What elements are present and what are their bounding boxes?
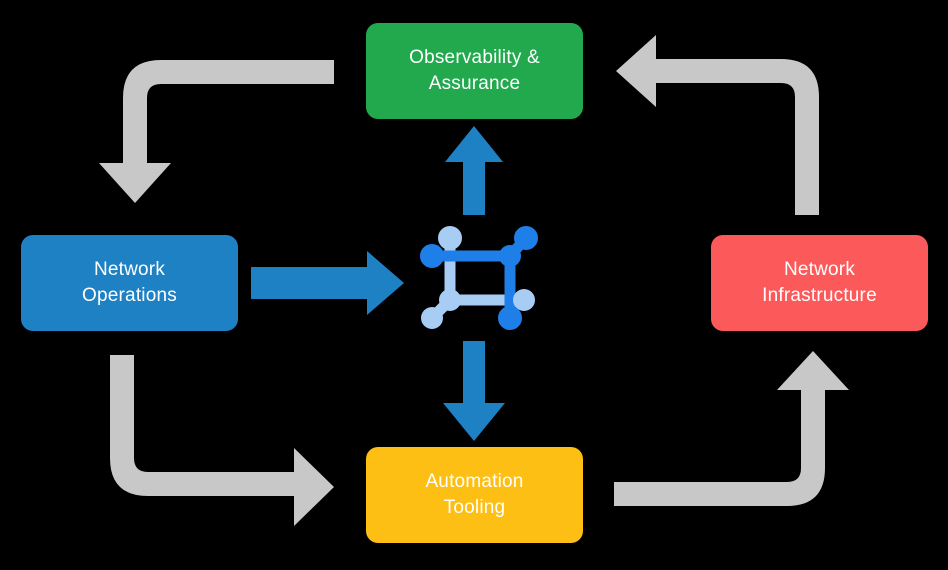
arrow-automation-to-infrastructure [614, 351, 849, 506]
node-automation-tooling[interactable]: Automation Tooling [366, 447, 583, 543]
node-label-observability: Observability & Assurance [409, 47, 540, 94]
network-topology-icon [420, 226, 538, 330]
arrow-infrastructure-to-observability [616, 35, 819, 215]
node-label-network-operations: Network Operations [82, 259, 177, 306]
arrow-operations-to-automation [110, 355, 334, 526]
topology-light-nodes [421, 226, 535, 329]
arrow-center-to-observability [445, 126, 503, 215]
node-label-automation-tooling: Automation Tooling [425, 471, 524, 518]
node-network-infrastructure[interactable]: Network Infrastructure [711, 235, 928, 331]
topology-dark-nodes [420, 226, 538, 330]
arrow-observability-to-operations [99, 60, 334, 203]
node-observability-assurance[interactable]: Observability & Assurance [366, 23, 583, 119]
node-network-operations[interactable]: Network Operations [21, 235, 238, 331]
arrow-center-to-automation [443, 341, 505, 441]
node-label-network-infrastructure: Network Infrastructure [762, 259, 877, 306]
arrow-operations-to-center [251, 251, 404, 315]
